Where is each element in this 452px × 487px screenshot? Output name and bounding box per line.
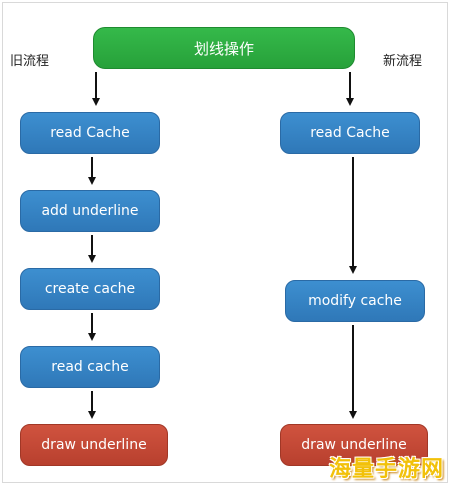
old-flow-label: 旧流程 xyxy=(10,54,50,69)
diagram-frame xyxy=(2,2,448,483)
old-flow-step-draw-underline: draw underline xyxy=(20,424,168,466)
new-flow-step-read-cache: read Cache xyxy=(280,112,420,154)
watermark-logo: 海量手游网 xyxy=(328,457,444,482)
old-flow-step-add-underline: add underline xyxy=(20,190,160,232)
title-box: 划线操作 xyxy=(93,27,355,69)
new-flow-step-modify-cache: modify cache xyxy=(285,280,425,322)
new-flow-step-draw-underline: draw underline xyxy=(280,424,428,466)
old-flow-step-read-cache: read Cache xyxy=(20,112,160,154)
old-flow-step-read-cache-2: read cache xyxy=(20,346,160,388)
new-flow-label: 新流程 xyxy=(383,54,423,69)
old-flow-step-create-cache: create cache xyxy=(20,268,160,310)
